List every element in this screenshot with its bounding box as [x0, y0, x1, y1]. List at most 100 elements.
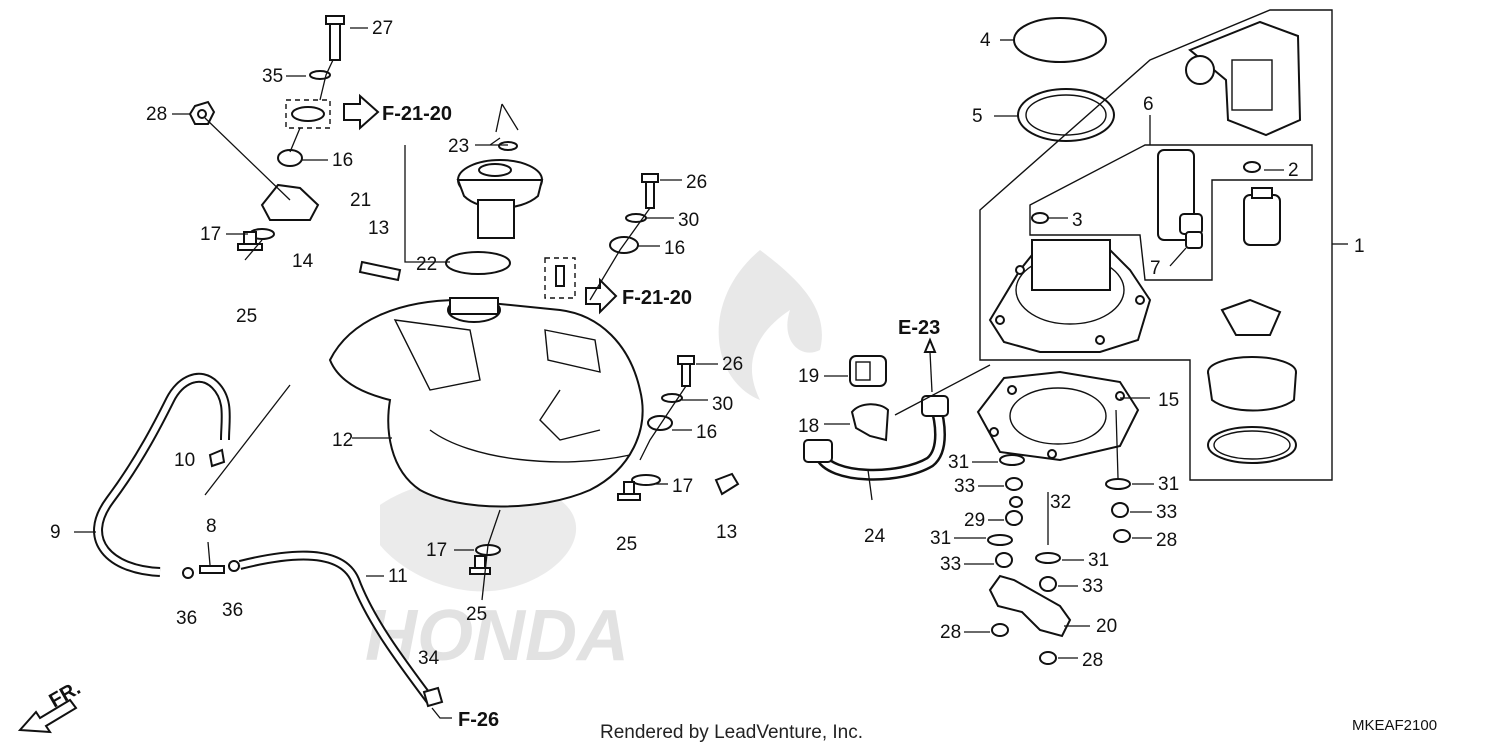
callout: 32 [1050, 492, 1071, 513]
callout: 33 [1156, 502, 1177, 523]
callout: 33 [954, 476, 975, 497]
callout: 2 [1288, 160, 1299, 181]
gasket-22 [445, 251, 511, 275]
ref-f-21-20-mid: F-21-20 [622, 287, 692, 309]
callout: 33 [1082, 576, 1103, 597]
washer-31-b [987, 534, 1013, 546]
pump-sleeve [1207, 356, 1297, 412]
grommet-16-low [647, 415, 673, 431]
washer-31-a [999, 454, 1025, 466]
nut-33-c [1039, 576, 1057, 592]
hose-11 [238, 550, 435, 703]
callout: 7 [1150, 258, 1161, 279]
bracket-20 [988, 574, 1072, 638]
bolt-25-bottom [469, 555, 491, 575]
washer-dashed [291, 106, 325, 122]
nut-29 [1005, 510, 1023, 526]
nut-33-b [995, 552, 1013, 568]
callout: 14 [292, 251, 314, 272]
fuel-tank-12 [328, 297, 644, 508]
footer-credit: Rendered by LeadVenture, Inc. [600, 722, 863, 743]
front-label: FR. [46, 677, 85, 712]
callout: 36 [176, 608, 197, 629]
callout: 16 [696, 422, 717, 443]
callout: 18 [798, 416, 819, 437]
clip-19 [849, 355, 887, 387]
callout: 20 [1096, 616, 1117, 637]
o-ring-4 [1013, 17, 1107, 63]
bolt-27 [325, 15, 345, 61]
pump-base-plate [988, 238, 1152, 353]
callout: 8 [206, 516, 217, 537]
o-ring-23 [498, 141, 518, 151]
dashed-box-left [285, 99, 331, 129]
callout: 24 [864, 526, 886, 547]
nut-28 [188, 100, 216, 125]
callout: 16 [664, 238, 685, 259]
bolt-26-top [641, 173, 659, 209]
clip-7 [1185, 231, 1203, 249]
watermark-honda: HONDA [365, 596, 629, 676]
bolt-25-left [237, 231, 263, 251]
bolt-26-low [677, 355, 695, 387]
callout: 31 [948, 452, 969, 473]
callout: 23 [448, 136, 469, 157]
ref-e-23: E-23 [898, 317, 940, 339]
callout: 35 [262, 66, 283, 87]
callout: 30 [712, 394, 733, 415]
ring-3 [1031, 212, 1049, 224]
assembly-outline-6 [1029, 144, 1313, 281]
callout: 34 [418, 648, 440, 669]
ring-32 [1009, 496, 1023, 508]
nut-28-e [991, 623, 1009, 637]
diagram-code: MKEAF2100 [1352, 717, 1437, 734]
fuel-pump-top [1185, 20, 1302, 137]
strainer-6 [1157, 149, 1203, 241]
callout: 26 [722, 354, 743, 375]
callout: 13 [716, 522, 737, 543]
washer-31-d [1105, 478, 1131, 490]
callout: 9 [50, 522, 61, 543]
callout: 17 [200, 224, 221, 245]
nut-33-d [1111, 502, 1129, 518]
callout: 31 [1088, 550, 1109, 571]
callout: 6 [1143, 94, 1154, 115]
callout: 4 [980, 30, 991, 51]
callout: 36 [222, 600, 243, 621]
callout: 27 [372, 18, 393, 39]
callout: 5 [972, 106, 983, 127]
callout: 31 [930, 528, 951, 549]
dashed-box-mid [544, 257, 576, 299]
ref-f-21-20-top: F-21-20 [382, 103, 452, 125]
clip-34 [422, 686, 444, 708]
ref-arrow-up [923, 337, 937, 353]
ring-2 [1243, 161, 1261, 173]
callout: 25 [236, 306, 257, 327]
callout: 31 [1158, 474, 1179, 495]
ref-arrow-left [343, 93, 380, 131]
clip-36-right [228, 560, 240, 572]
fuel-filler-cap-21 [456, 159, 544, 239]
callout: 29 [964, 510, 985, 531]
bolt-mid [555, 265, 565, 287]
callout: 15 [1158, 390, 1179, 411]
clip-36-left [182, 567, 194, 579]
callout: 25 [466, 604, 487, 625]
callout: 1 [1354, 236, 1365, 257]
callout: 22 [416, 254, 437, 275]
nut-28-f [1039, 651, 1057, 665]
bracket-14 [260, 183, 320, 221]
callout: 26 [686, 172, 707, 193]
grommet-16-left [277, 149, 303, 167]
gasket-15 [976, 370, 1140, 462]
callout: 17 [426, 540, 447, 561]
joint-8 [199, 565, 225, 574]
callout: 30 [678, 210, 699, 231]
clip-18 [850, 403, 890, 442]
fuel-hose-24 [803, 395, 949, 481]
front-arrow [17, 698, 78, 734]
fuel-pump-motor [1243, 187, 1281, 246]
ring-5 [1017, 88, 1115, 142]
callout: 12 [332, 430, 353, 451]
